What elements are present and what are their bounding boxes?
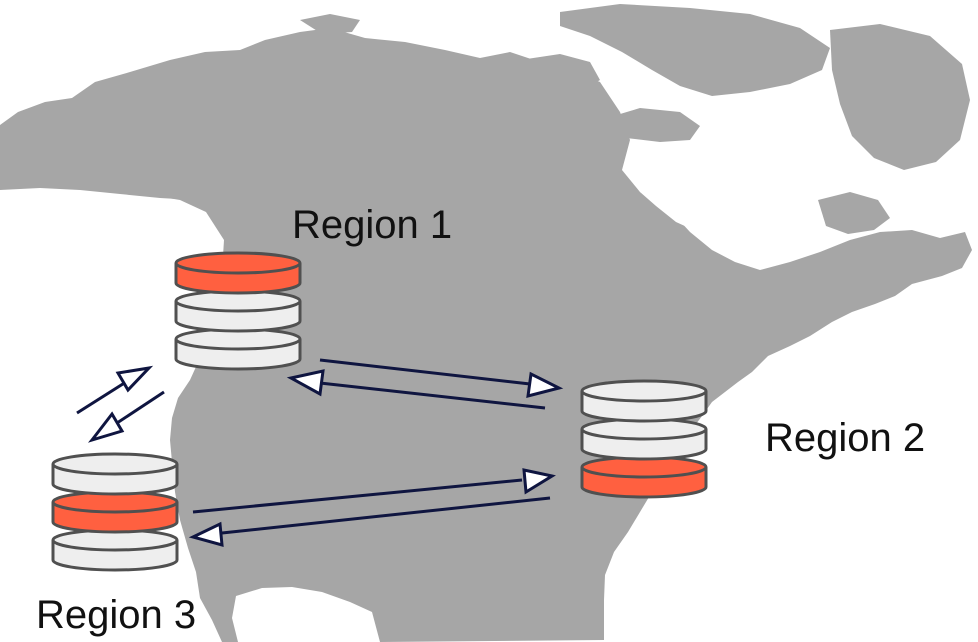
db-tier-middle bbox=[174, 289, 302, 333]
arrow-r2-to-r3 bbox=[188, 496, 551, 548]
db-tier-bottom-active bbox=[580, 455, 708, 499]
north-america-map bbox=[0, 4, 972, 642]
replication-links bbox=[76, 358, 564, 548]
arrow-r3-to-r2 bbox=[192, 468, 556, 514]
arrow-r1-to-r2 bbox=[319, 358, 564, 399]
db-tier-top-active bbox=[174, 251, 302, 295]
db-tier-bottom bbox=[174, 327, 302, 371]
database-icon-region-1 bbox=[174, 251, 302, 371]
arrow-r1-to-r3 bbox=[87, 390, 165, 443]
db-tier-top bbox=[580, 379, 708, 423]
database-icon-region-3 bbox=[51, 452, 179, 572]
region-3-label: Region 3 bbox=[36, 593, 197, 637]
db-tier-middle bbox=[580, 417, 708, 461]
region-1-label: Region 1 bbox=[292, 203, 453, 247]
arrow-r3-to-r1 bbox=[76, 365, 154, 415]
arrow-r2-to-r1 bbox=[286, 369, 546, 410]
db-tier-top bbox=[51, 452, 179, 496]
database-icon-region-2 bbox=[580, 379, 708, 499]
db-tier-bottom bbox=[51, 528, 179, 572]
db-tier-middle-active bbox=[51, 490, 179, 534]
region-2-label: Region 2 bbox=[765, 416, 926, 460]
